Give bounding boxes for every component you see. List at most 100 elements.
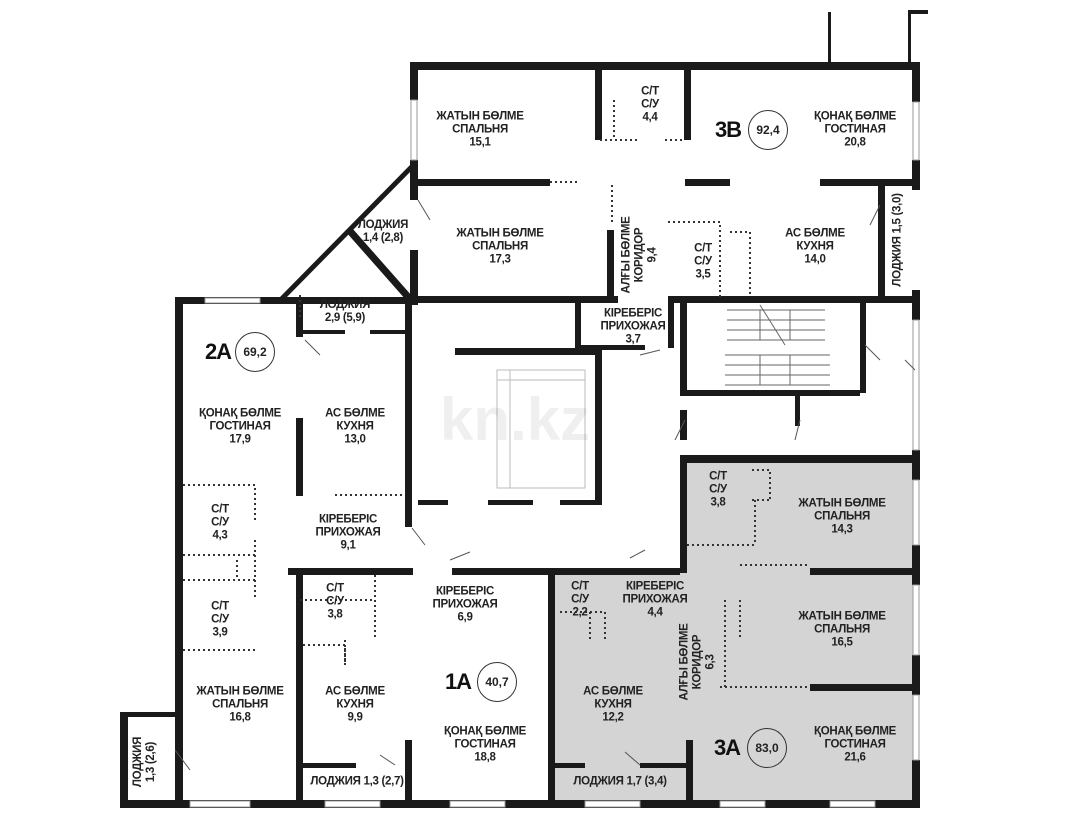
doors bbox=[174, 199, 916, 771]
room-name: ЖАТЫН БӨЛМЕ bbox=[436, 110, 524, 123]
room-area: 3,8 bbox=[327, 608, 343, 621]
room-area: 1,4 (2,8) bbox=[362, 232, 404, 244]
room-area: 4,4 bbox=[647, 606, 663, 619]
room-area: 14,3 bbox=[831, 523, 853, 536]
room-name: ЖАТЫН БӨЛМЕ bbox=[196, 685, 284, 698]
room-area: 4,4 bbox=[642, 111, 658, 124]
room-area: 9,9 bbox=[347, 711, 363, 724]
room-area: 14,0 bbox=[804, 253, 826, 266]
room-name: КІРЕБЕРІС bbox=[319, 513, 377, 526]
room-name: СПАЛЬНЯ bbox=[472, 240, 528, 253]
room-area: 9,4 bbox=[646, 247, 659, 263]
room-name: ЖАТЫН БӨЛМЕ bbox=[798, 610, 886, 623]
apartment-code: 3A bbox=[713, 735, 741, 760]
room-name: ЖАТЫН БӨЛМЕ bbox=[798, 497, 886, 510]
room-name: АС БӨЛМЕ bbox=[325, 685, 385, 698]
apartment-area-badge: 69,2 bbox=[235, 332, 275, 372]
room-area: 3,5 bbox=[695, 268, 711, 281]
room-name: ҚОНАҚ БӨЛМЕ bbox=[813, 110, 897, 123]
room-name: СПАЛЬНЯ bbox=[452, 123, 508, 136]
room-name: КІРЕБЕРІС bbox=[604, 307, 662, 320]
room-area: 20,8 bbox=[844, 136, 866, 149]
apartment-3a-highlight bbox=[548, 460, 915, 802]
room-name: ЛОДЖИЯ 1,7 (3,4) bbox=[573, 775, 667, 788]
room-name: ГОСТИНАЯ bbox=[209, 420, 271, 433]
apartment-code: 1A bbox=[444, 669, 472, 694]
room-name: С/У bbox=[211, 613, 229, 626]
room-name: С/У bbox=[571, 593, 589, 606]
room-area: 1,3 (2,6) bbox=[145, 741, 157, 783]
apartment-code: 3B bbox=[714, 117, 742, 142]
apartment-area-badge: 40,7 bbox=[477, 662, 517, 702]
staircase bbox=[725, 304, 830, 386]
room-name: ГОСТИНАЯ bbox=[824, 123, 886, 136]
room-area: 16,8 bbox=[229, 711, 251, 724]
room-name: С/Т bbox=[571, 580, 589, 593]
room-name: С/У bbox=[326, 595, 344, 608]
room-name: ҚОНАҚ БӨЛМЕ bbox=[813, 725, 897, 738]
room-area: 15,1 bbox=[469, 136, 491, 149]
room-area: 2,2 bbox=[572, 606, 588, 619]
room-name: С/Т bbox=[641, 85, 659, 98]
walls bbox=[120, 10, 928, 808]
watermark: kn.kz bbox=[440, 386, 591, 453]
room-area: 16,5 bbox=[831, 636, 853, 649]
room-name: СПАЛЬНЯ bbox=[212, 698, 268, 711]
room-name: С/Т bbox=[709, 470, 727, 483]
room-name: АЛҒЫ БӨЛМЕ bbox=[678, 623, 691, 701]
room-name: ПРИХОЖАЯ bbox=[600, 320, 666, 333]
room-area: 17,3 bbox=[489, 253, 511, 266]
room-name: ПРИХОЖАЯ bbox=[622, 593, 688, 606]
room-name: АС БӨЛМЕ bbox=[325, 407, 385, 420]
room-area: 3,7 bbox=[625, 333, 641, 346]
room-name: АЛҒЫ БӨЛМЕ bbox=[620, 216, 633, 294]
room-area: 2,9 (5,9) bbox=[324, 312, 366, 324]
room-area: 12,2 bbox=[602, 711, 624, 724]
apartment-area-badge: 83,0 bbox=[747, 728, 787, 768]
room-area: 17,9 bbox=[229, 433, 251, 446]
room-name: КІРЕБЕРІС bbox=[436, 585, 494, 598]
room-label: ЛОДЖИЯ 1,7 (3,4) bbox=[573, 775, 667, 789]
room-name: С/У bbox=[694, 255, 712, 268]
room-name: ЖАТЫН БӨЛМЕ bbox=[456, 227, 544, 240]
room-label: ЛОДЖИЯ 1,3 (2,7) bbox=[310, 775, 404, 789]
room-name: АС БӨЛМЕ bbox=[785, 227, 845, 240]
room-name: ЛОДЖИЯ bbox=[319, 299, 371, 311]
room-name: КОРИДОР bbox=[633, 227, 646, 283]
room-area: 3,9 bbox=[212, 626, 228, 639]
partitions bbox=[183, 100, 810, 688]
room-name: СПАЛЬНЯ bbox=[814, 623, 870, 636]
apartment-area-badge: 92,4 bbox=[748, 110, 788, 150]
room-name: ЛОДЖИЯ 1,3 (2,7) bbox=[310, 775, 404, 788]
room-area: 3,8 bbox=[710, 496, 726, 509]
room-name: С/У bbox=[709, 483, 727, 496]
room-name: КУХНЯ bbox=[336, 698, 374, 711]
room-name: ПРИХОЖАЯ bbox=[432, 598, 498, 611]
room-area: 21,6 bbox=[844, 751, 866, 764]
room-name: С/У bbox=[211, 516, 229, 529]
room-name: С/У bbox=[641, 98, 659, 111]
room-name: С/Т bbox=[211, 600, 229, 613]
room-area: 9,1 bbox=[340, 539, 356, 552]
room-name: ЛОДЖИЯ bbox=[357, 219, 409, 231]
room-area: 4,3 bbox=[212, 529, 228, 542]
